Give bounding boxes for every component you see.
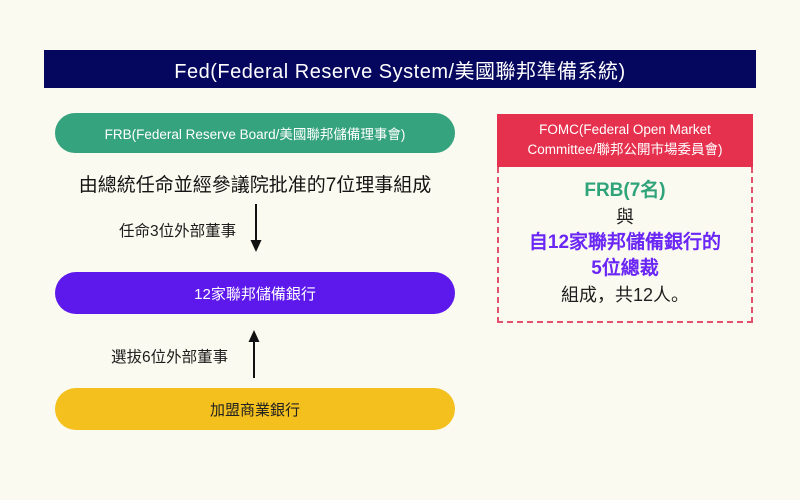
fomc-header: FOMC(Federal Open Market Committee/聯邦公開市… <box>497 114 753 167</box>
fomc-line-from-banks: 自12家聯邦儲備銀行的 <box>528 231 722 253</box>
edge-appoint-label: 任命3位外部董事 <box>119 223 237 240</box>
title-banner: Fed(Federal Reserve System/美國聯邦準備系統) <box>44 50 756 88</box>
frb-note: 由總統任命並經參議院批准的7位理事組成 <box>78 175 432 196</box>
node-member-banks: 加盟商業銀行 <box>55 388 455 430</box>
node-reserve-banks: 12家聯邦儲備銀行 <box>55 272 455 314</box>
fomc-line-total: 組成，共12人。 <box>560 284 690 305</box>
node-frb-label: FRB(Federal Reserve Board/美國聯邦儲備理事會) <box>104 127 406 142</box>
arrow-up-icon <box>248 330 260 378</box>
node-member-banks-label: 加盟商業銀行 <box>209 401 300 419</box>
node-frb: FRB(Federal Reserve Board/美國聯邦儲備理事會) <box>55 113 455 153</box>
fomc-line-presidents: 5位總裁 <box>591 257 659 279</box>
node-reserve-banks-label: 12家聯邦儲備銀行 <box>194 285 316 303</box>
fomc-line-and: 與 <box>616 206 634 227</box>
fomc-body: FRB(7名) 與 自12家聯邦儲備銀行的 5位總裁 組成，共12人。 <box>497 166 753 323</box>
fomc-line-frb: FRB(7名) <box>584 179 666 201</box>
page-title: Fed(Federal Reserve System/美國聯邦準備系統) <box>174 60 626 83</box>
fomc-panel: FOMC(Federal Open Market Committee/聯邦公開市… <box>497 114 753 323</box>
arrow-down-icon <box>250 204 262 252</box>
edge-elect-label: 選拔6位外部董事 <box>111 349 229 366</box>
